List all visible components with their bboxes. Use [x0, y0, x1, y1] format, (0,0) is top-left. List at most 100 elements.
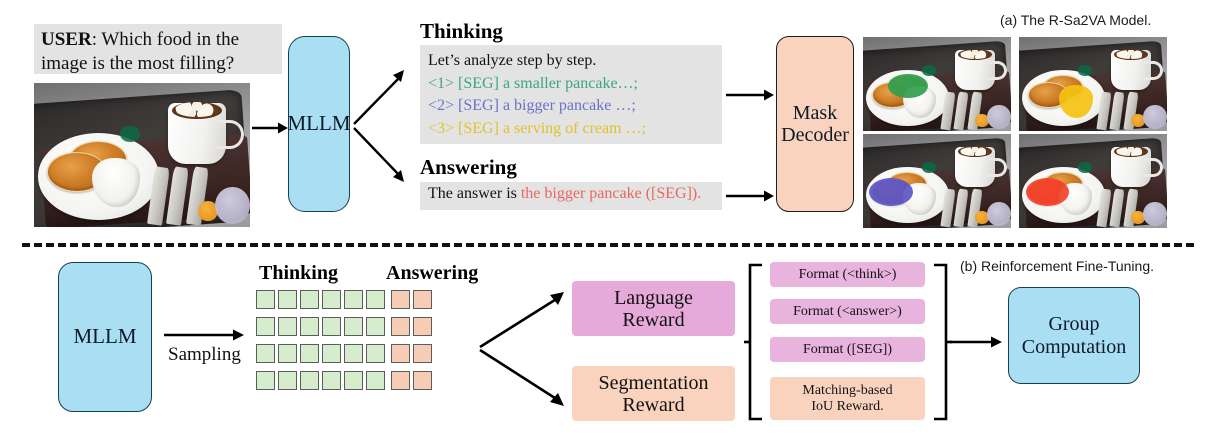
thinking-token: [300, 344, 319, 363]
thinking-token: [344, 371, 363, 390]
answering-heading-top: Answering: [420, 155, 517, 180]
photo-cup-lid: [987, 201, 1011, 227]
photo-cup-lid: [1143, 104, 1167, 130]
thinking-line-2: <2> [SEG] a bigger pancake …;: [428, 95, 714, 118]
arrow-to-group-computation: [950, 336, 1002, 348]
thinking-line-2-tag: <2>: [428, 97, 455, 115]
thinking-token: [300, 317, 319, 336]
thinking-line-1: <1> [SEG] a smaller pancake…;: [428, 73, 714, 96]
segmentation-reward-box[interactable]: Segmentation Reward: [572, 366, 735, 421]
photo-orange: [975, 114, 989, 128]
answering-heading-bottom: Answering: [386, 262, 478, 285]
photo-cup-lid: [1143, 201, 1167, 227]
sampling-label-text: Sampling: [168, 344, 241, 365]
thinking-line-3: <3> [SEG] a serving of cream …;: [428, 118, 714, 141]
answering-token: [391, 290, 410, 309]
left-bracket: [744, 263, 762, 421]
arrow-mllm-to-answering: [353, 127, 404, 182]
thinking-token: [366, 290, 385, 309]
photo-cup-logo: [1078, 65, 1092, 76]
answering-heading-top-label: Answering: [420, 155, 517, 179]
photo-orange: [975, 211, 989, 225]
thinking-token: [366, 344, 385, 363]
mask-result-top-left: [863, 37, 1011, 131]
thinking-token: [278, 344, 297, 363]
arrow-to-segmentation-reward: [479, 348, 564, 406]
format-answer-label: Format (<answer>): [793, 303, 902, 319]
thinking-line-0-text: Let’s analyze step by step.: [428, 52, 597, 69]
iou-reward-line2: IoU Reward.: [811, 398, 884, 414]
thinking-panel: Let’s analyze step by step. <1> [SEG] a …: [420, 45, 722, 144]
caption-b-text: (b) Reinforcement Fine-Tuning.: [960, 258, 1155, 274]
caption-a-text: (a) The R-Sa2VA Model.: [1000, 12, 1152, 28]
segmentation-mask-yellow: [1058, 84, 1093, 118]
mllm-box-bottom[interactable]: MLLM: [58, 262, 152, 412]
language-reward-line1: Language: [614, 286, 693, 309]
thinking-token: [256, 344, 275, 363]
mask-result-bottom-right: [1019, 134, 1167, 228]
photo-mug-handle: [987, 158, 1007, 178]
photo-cup-logo: [120, 126, 140, 143]
group-computation-box[interactable]: Group Computation: [1008, 287, 1140, 384]
thinking-heading-bottom: Thinking: [259, 262, 338, 285]
mask-result-bottom-left: [863, 134, 1011, 228]
thinking-line-3-text: a serving of cream …;: [502, 120, 646, 138]
answering-token: [413, 344, 432, 363]
mllm-box-top[interactable]: MLLM: [287, 36, 351, 212]
thinking-line-0: Let’s analyze step by step.: [428, 50, 714, 73]
photo-marshmallows: [959, 49, 990, 60]
thinking-token: [366, 317, 385, 336]
thinking-line-1-seg: [SEG]: [458, 74, 499, 92]
arrow-to-language-reward: [479, 292, 564, 349]
caption-b: (b) Reinforcement Fine-Tuning.: [960, 258, 1154, 274]
photo-mug-handle: [215, 120, 244, 150]
user-prompt-line2: image is the most filling?: [41, 53, 235, 75]
format-think-box[interactable]: Format (<think>): [770, 262, 925, 287]
thinking-line-1-tag: <1>: [428, 74, 455, 92]
segmentation-mask-red: [1026, 178, 1070, 207]
photo-orange: [1131, 114, 1145, 128]
mask-result-top-right: [1019, 37, 1167, 131]
language-reward-box[interactable]: Language Reward: [572, 281, 735, 336]
thinking-heading-top: Thinking: [420, 19, 503, 44]
photo-marshmallows: [959, 146, 990, 157]
thinking-token: [344, 290, 363, 309]
thinking-line-1-text: a smaller pancake…;: [502, 74, 638, 92]
answering-token: [391, 317, 410, 336]
format-answer-box[interactable]: Format (<answer>): [770, 299, 925, 324]
photo-marshmallows: [175, 102, 219, 117]
thinking-token: [278, 317, 297, 336]
answering-line: The answer is the bigger pancake ([SEG])…: [428, 185, 714, 203]
photo-marshmallows: [1115, 146, 1146, 157]
iou-reward-box[interactable]: Matching-based IoU Reward.: [770, 377, 925, 420]
segmentation-reward-line1: Segmentation: [598, 371, 709, 394]
thinking-token: [278, 371, 297, 390]
group-computation-line1: Group: [1048, 313, 1100, 336]
thinking-token: [344, 344, 363, 363]
mllm-box-top-label: MLLM: [287, 111, 351, 136]
input-image: [34, 83, 250, 227]
answering-highlight: the bigger pancake ([SEG]).: [520, 185, 702, 202]
thinking-token: [300, 290, 319, 309]
format-seg-label: Format ([SEG]): [802, 341, 893, 357]
photo-mug-handle: [987, 61, 1007, 81]
mask-decoder-box[interactable]: Mask Decoder: [776, 36, 854, 212]
arrow-image-to-mllm: [252, 122, 288, 134]
photo-cup-logo: [922, 65, 936, 76]
thinking-line-3-tag: <3>: [428, 120, 455, 138]
sampling-label: Sampling: [168, 344, 241, 366]
thinking-token: [322, 344, 341, 363]
segmentation-reward-line2: Reward: [622, 393, 685, 416]
photo-whipped-cream: [92, 157, 140, 207]
thinking-token: [256, 290, 275, 309]
format-seg-box[interactable]: Format ([SEG]): [770, 337, 925, 362]
thinking-heading-bottom-label: Thinking: [259, 262, 338, 284]
thinking-heading-top-label: Thinking: [420, 19, 503, 43]
thinking-line-2-text: a bigger pancake …;: [502, 97, 636, 115]
section-divider: [22, 243, 1194, 247]
answering-token: [391, 371, 410, 390]
arrow-thinking-to-decoder: [726, 89, 774, 101]
arrow-answering-to-decoder: [726, 190, 774, 202]
thinking-token: [278, 290, 297, 309]
thinking-token: [344, 317, 363, 336]
